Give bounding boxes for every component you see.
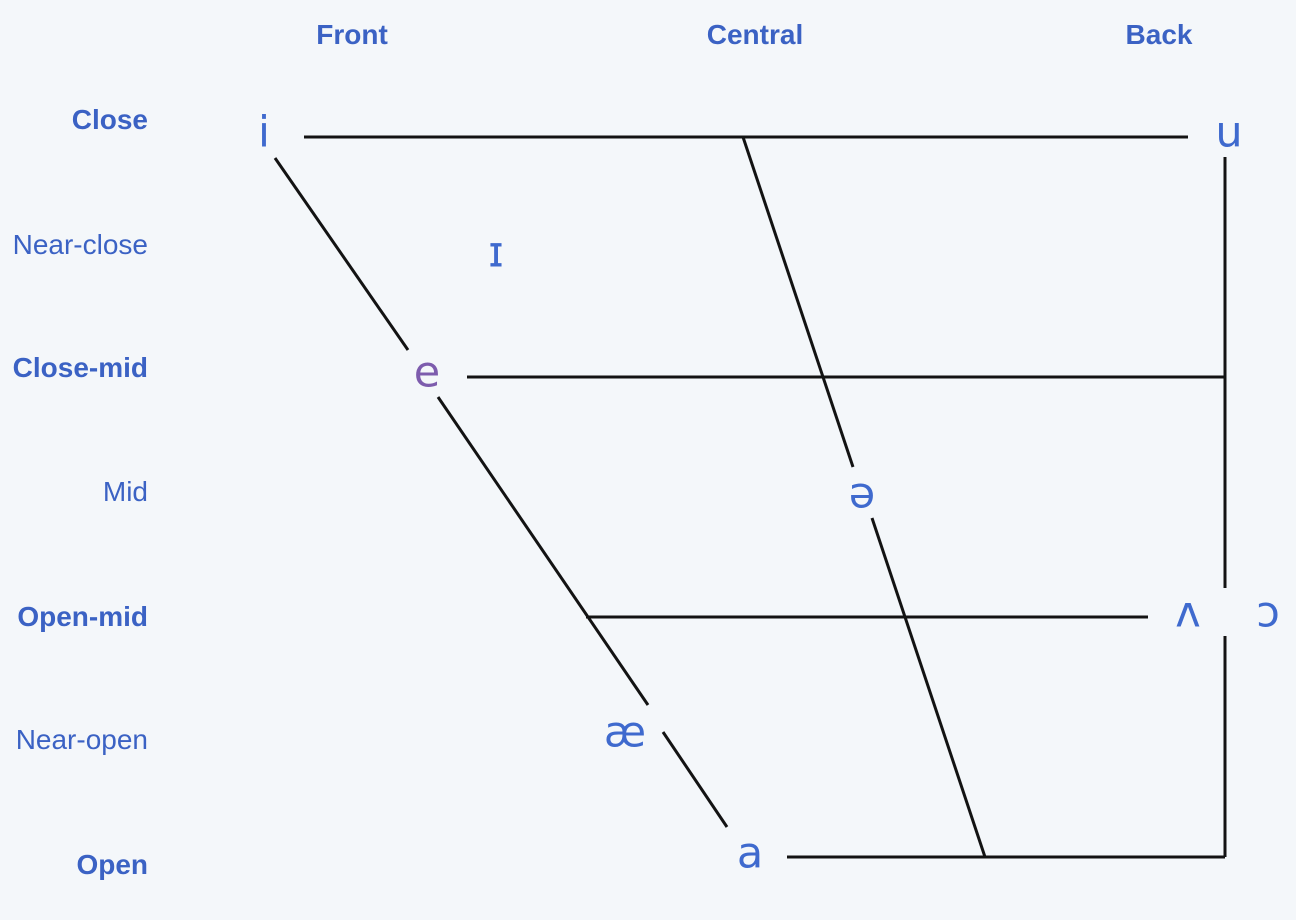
column-header-front: Front (316, 19, 388, 50)
vowel-schwa-mid-central[interactable]: ə (848, 468, 876, 519)
row-label-near-close: Near-close (12, 229, 148, 260)
front-edge-upper (273, 157, 410, 351)
row-label-open: Open (76, 849, 148, 880)
front-edge-lower (661, 731, 729, 828)
vowel-turned-v-open-mid-back[interactable]: ʌ (1175, 587, 1201, 638)
column-header-back: Back (1125, 19, 1193, 50)
row-label-near-open: Near-open (15, 724, 148, 755)
column-header-central: Central (706, 19, 804, 50)
vowel-ash-near-open-front[interactable]: æ (603, 707, 647, 758)
front-edge-middle (436, 396, 650, 706)
vowel-small-cap-i-near-close[interactable]: ɪ (488, 227, 504, 278)
vowel-a-open-front[interactable]: a (736, 828, 764, 879)
row-label-mid: Mid (102, 476, 148, 507)
central-edge-upper (741, 136, 855, 468)
vowel-open-o-open-mid-back[interactable]: ɔ (1256, 587, 1280, 638)
central-edge-lower (870, 517, 987, 858)
vowel-e-close-mid-front[interactable]: e (413, 347, 441, 398)
vowel-i-close-front[interactable]: i (258, 107, 270, 158)
row-label-close-mid: Close-mid (12, 352, 148, 383)
row-label-open-mid: Open-mid (17, 601, 148, 632)
row-label-close: Close (71, 104, 148, 135)
vowel-u-close-back[interactable]: u (1215, 107, 1243, 158)
